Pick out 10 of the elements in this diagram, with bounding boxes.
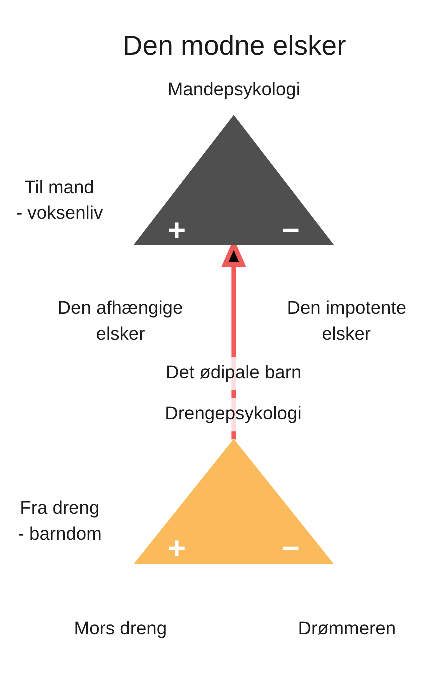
label: Fra dreng - barndom [18, 497, 102, 544]
node-label: Mors dreng [74, 617, 168, 638]
node-label: Den modne elsker [122, 30, 346, 61]
node-label: Den impotente elsker [287, 297, 407, 344]
node-label: Drengepsykologi [165, 402, 302, 424]
node-label: Det ødipale barn [166, 361, 302, 382]
node-label: Den afhængige elsker [58, 297, 184, 344]
label: Til mand - voksenliv [16, 176, 104, 224]
node-label: Drømmeren [298, 617, 396, 638]
node-label: Mandepsykologi [168, 78, 300, 100]
